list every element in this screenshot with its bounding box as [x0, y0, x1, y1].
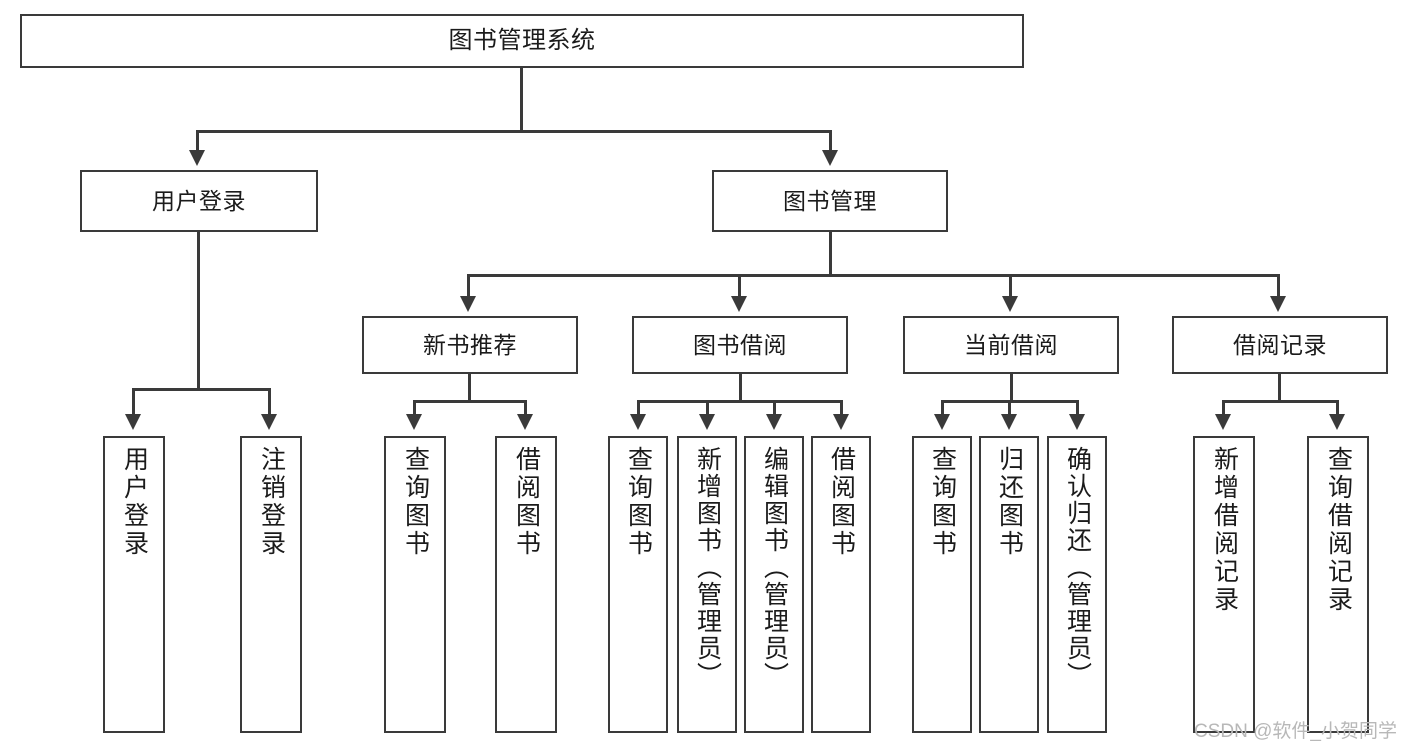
connector-user-login-leaf-1	[268, 388, 271, 416]
node-root-system[interactable]: 图书管理系统	[20, 14, 1024, 68]
connector-cb-leaf-2	[1076, 400, 1079, 416]
connector-current-borrow-stem	[1010, 374, 1013, 402]
node-user-login[interactable]: 用户登录	[80, 170, 318, 232]
connector-new-book-bus	[413, 400, 527, 403]
connector-borrow-record-bus	[1222, 400, 1339, 403]
node-label: 查询借阅记录	[1324, 446, 1353, 614]
node-label: 查询图书	[624, 446, 653, 558]
connector-to-book-borrow	[738, 274, 741, 298]
arrowhead-nb-query-book	[406, 414, 422, 430]
node-borrow-record[interactable]: 借阅记录	[1172, 316, 1388, 374]
leaf-user-login[interactable]: 用户登录	[103, 436, 165, 733]
arrowhead-cb-query-book	[934, 414, 950, 430]
node-book-management[interactable]: 图书管理	[712, 170, 948, 232]
leaf-br-add-record[interactable]: 新增借阅记录	[1193, 436, 1255, 733]
node-book-borrow[interactable]: 图书借阅	[632, 316, 848, 374]
leaf-bb-query-book[interactable]: 查询图书	[608, 436, 668, 733]
arrowhead-current-borrow	[1002, 296, 1018, 312]
arrowhead-br-query-record	[1329, 414, 1345, 430]
connector-br-leaf-0	[1222, 400, 1225, 416]
connector-bb-leaf-0	[637, 400, 640, 416]
leaf-br-query-record[interactable]: 查询借阅记录	[1307, 436, 1369, 733]
csdn-watermark: CSDN @软件_小贺同学	[1194, 721, 1397, 742]
leaf-bb-edit-book[interactable]: 编辑图书（管理员）	[744, 436, 804, 733]
arrowhead-book-borrow	[731, 296, 747, 312]
node-label: 借阅图书	[512, 446, 541, 558]
connector-user-login-leaf-0	[132, 388, 135, 416]
connector-to-new-book	[467, 274, 470, 298]
leaf-cb-return-book[interactable]: 归还图书	[979, 436, 1039, 733]
arrowhead-user-login	[189, 150, 205, 166]
connector-book-borrow-bus	[637, 400, 843, 403]
node-label: 用户登录	[120, 446, 149, 558]
connector-root-to-user-login	[196, 130, 199, 152]
connector-bb-leaf-3	[840, 400, 843, 416]
node-label: 查询图书	[928, 446, 957, 558]
connector-borrow-record-stem	[1278, 374, 1281, 402]
connector-cb-leaf-1	[1008, 400, 1011, 416]
leaf-logout[interactable]: 注销登录	[240, 436, 302, 733]
connector-bb-leaf-1	[706, 400, 709, 416]
arrowhead-new-book	[460, 296, 476, 312]
node-label: 注销登录	[257, 446, 286, 558]
connector-cb-leaf-0	[941, 400, 944, 416]
node-label: 查询图书	[401, 446, 430, 558]
node-current-borrow[interactable]: 当前借阅	[903, 316, 1119, 374]
connector-user-login-stem	[197, 232, 200, 390]
arrowhead-cb-confirm-return	[1069, 414, 1085, 430]
leaf-nb-borrow-book[interactable]: 借阅图书	[495, 436, 557, 733]
connector-new-book-leaf-1	[524, 400, 527, 416]
arrowhead-bb-query-book	[630, 414, 646, 430]
arrowhead-nb-borrow-book	[517, 414, 533, 430]
node-label: 用户登录	[152, 187, 246, 214]
arrowhead-cb-return-book	[1001, 414, 1017, 430]
node-label: 新书推荐	[423, 331, 517, 358]
arrowhead-leaf-logout	[261, 414, 277, 430]
connector-new-book-leaf-0	[413, 400, 416, 416]
connector-bb-leaf-2	[773, 400, 776, 416]
connector-level3-bus	[467, 274, 1280, 277]
leaf-bb-borrow-book[interactable]: 借阅图书	[811, 436, 871, 733]
arrowhead-br-add-record	[1215, 414, 1231, 430]
leaf-cb-confirm-return[interactable]: 确认归还（管理员）	[1047, 436, 1107, 733]
node-label: 确认归还（管理员）	[1063, 446, 1092, 689]
node-label: 图书管理系统	[448, 27, 596, 55]
node-label: 新增借阅记录	[1210, 446, 1239, 614]
arrowhead-leaf-user-login	[125, 414, 141, 430]
node-label: 当前借阅	[964, 331, 1058, 358]
node-label: 图书管理	[783, 187, 877, 214]
connector-br-leaf-1	[1336, 400, 1339, 416]
connector-to-current-borrow	[1009, 274, 1012, 298]
connector-root-stem	[520, 68, 523, 130]
connector-to-borrow-record	[1277, 274, 1280, 298]
node-label: 编辑图书（管理员）	[760, 446, 789, 689]
connector-user-login-bus	[132, 388, 270, 391]
node-label: 归还图书	[995, 446, 1024, 558]
node-label: 借阅记录	[1233, 331, 1327, 358]
leaf-cb-query-book[interactable]: 查询图书	[912, 436, 972, 733]
node-label: 图书借阅	[693, 331, 787, 358]
arrowhead-bb-borrow-book	[833, 414, 849, 430]
node-new-book-recommend[interactable]: 新书推荐	[362, 316, 578, 374]
arrowhead-borrow-record	[1270, 296, 1286, 312]
connector-book-mgmt-stem	[829, 232, 832, 276]
arrowhead-bb-edit-book	[766, 414, 782, 430]
connector-book-borrow-stem	[739, 374, 742, 402]
leaf-nb-query-book[interactable]: 查询图书	[384, 436, 446, 733]
connector-new-book-stem	[468, 374, 471, 402]
node-label: 新增图书（管理员）	[693, 446, 722, 689]
node-label: 借阅图书	[827, 446, 856, 558]
connector-root-to-book-mgmt	[829, 130, 832, 152]
leaf-bb-add-book[interactable]: 新增图书（管理员）	[677, 436, 737, 733]
connector-root-bus	[196, 130, 832, 133]
arrowhead-book-mgmt	[822, 150, 838, 166]
arrowhead-bb-add-book	[699, 414, 715, 430]
